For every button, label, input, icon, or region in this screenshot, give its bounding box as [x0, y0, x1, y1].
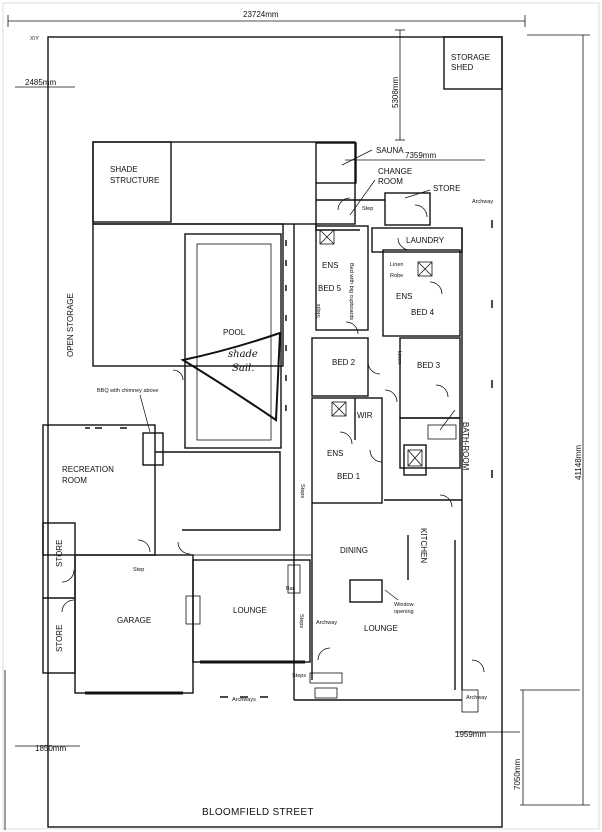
label-bathroom: BATH-ROOM — [461, 422, 470, 471]
label-sauna: SAUNA — [376, 146, 404, 155]
label-change-room-2: ROOM — [378, 177, 403, 186]
note-shade-sail-1: shade — [228, 349, 258, 360]
note-bed-cupboards: Bed with big cupboards — [348, 263, 354, 320]
dim-top-width: 23724mm — [243, 10, 279, 19]
note-robe: Robe — [390, 273, 403, 279]
label-store-left-1: STORE — [55, 540, 64, 567]
dim-shed-offset: 5308mm — [391, 77, 400, 108]
label-wir: WIR — [357, 411, 373, 420]
building-walls — [42, 141, 493, 713]
property-boundary — [47, 36, 503, 828]
note-archway-1: Archway — [472, 199, 493, 205]
note-shade-sail-2: Sail. — [232, 363, 254, 374]
dim-bottom-left: 1850mm — [35, 744, 66, 753]
note-archway-2: Archway — [316, 620, 337, 626]
label-pool: POOL — [223, 328, 246, 337]
street-name: BLOOMFIELD STREET — [202, 807, 314, 818]
note-window-1: Window — [394, 602, 414, 608]
note-steps-1: Steps — [316, 304, 322, 318]
label-bed-3: BED 3 — [417, 361, 441, 370]
label-change-room-1: CHANGE — [378, 167, 412, 176]
shade-sail-sketch — [180, 331, 282, 422]
dim-bottom-right: 1959mm — [455, 730, 486, 739]
label-bed-4: BED 4 — [411, 308, 435, 317]
note-linen-bed3: Linen — [396, 351, 402, 364]
corner-mark: X\Y — [30, 36, 39, 42]
note-step-1: Step — [362, 206, 373, 212]
note-archways: Archways — [232, 697, 256, 703]
label-storage-shed-2: SHED — [451, 63, 473, 72]
note-archway-3: Archway — [466, 695, 487, 701]
label-ens-2: ENS — [396, 292, 412, 301]
label-recreation-room-1: RECREATION — [62, 465, 114, 474]
label-bed-1: BED 1 — [337, 472, 361, 481]
label-bed-2: BED 2 — [332, 358, 356, 367]
label-dining: DINING — [340, 546, 368, 555]
note-bar: Bar — [286, 586, 295, 592]
label-store-left-2: STORE — [55, 625, 64, 652]
door-swings — [61, 197, 485, 673]
dim-left-setback: 2485mm — [25, 78, 56, 87]
label-ens-1: ENS — [322, 261, 338, 270]
label-storage-shed-1: STORAGE — [451, 53, 490, 62]
label-bed-5: BED 5 — [318, 284, 342, 293]
label-open-storage: OPEN STORAGE — [66, 293, 75, 357]
leader-lines — [139, 149, 456, 601]
label-laundry: LAUNDRY — [406, 236, 445, 245]
note-step-2: Step — [133, 567, 144, 573]
dim-sauna-width: 7359mm — [405, 151, 436, 160]
note-linen: Linen — [390, 262, 403, 268]
label-shade-structure-2: STRUCTURE — [110, 176, 159, 185]
label-ens-3: ENS — [327, 449, 343, 458]
label-recreation-room-2: ROOM — [62, 476, 87, 485]
note-bbq: BBQ with chimney above — [97, 388, 158, 394]
dimension-lines — [4, 15, 590, 830]
fixtures — [319, 229, 457, 467]
label-garage: GARAGE — [117, 616, 151, 625]
dim-right-depth: 41148mm — [574, 445, 583, 480]
dim-front-right: 7050mm — [513, 759, 522, 790]
label-lounge-east: LOUNGE — [364, 624, 398, 633]
label-kitchen: KITCHEN — [419, 528, 428, 563]
label-lounge-west: LOUNGE — [233, 606, 267, 615]
note-window-2: opening — [394, 609, 414, 615]
label-shade-structure-1: SHADE — [110, 165, 138, 174]
note-steps-2: Steps — [299, 484, 305, 498]
note-steps-4: Steps — [292, 673, 306, 679]
note-steps-3: Steps — [298, 614, 304, 628]
label-store-top: STORE — [433, 184, 460, 193]
